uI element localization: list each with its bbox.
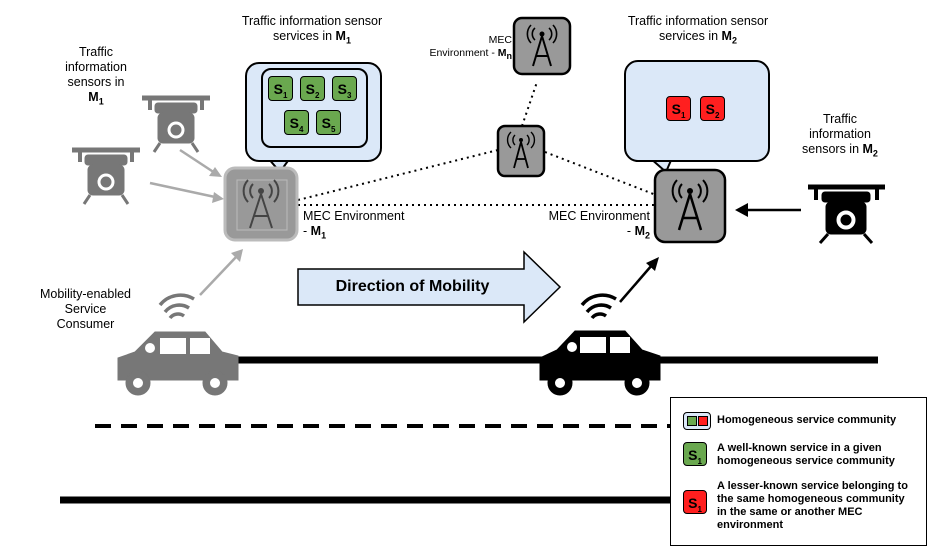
- service-s1-m2: S1: [666, 96, 691, 121]
- right-sensors-label: Traffic information sensors in M2: [802, 112, 878, 159]
- drone-icon: [72, 147, 140, 205]
- mec-n-label: MEC Environment - Mn: [429, 34, 512, 62]
- mec-2-label: MEC Environment - M2: [548, 209, 650, 241]
- service-s3-m1: S3: [332, 76, 357, 101]
- legend-lesser-known-text: A lesser-known service belonging to the …: [717, 480, 908, 531]
- service-s5-m1: S5: [316, 110, 341, 135]
- tower-m2-icon: [653, 168, 727, 244]
- legend-well-known-swatch: S1: [683, 442, 707, 466]
- m2-services-title: Traffic information sensor services in M…: [627, 14, 769, 46]
- m2-service-bubble: [624, 60, 770, 162]
- drone-icon: [808, 184, 885, 244]
- m1-services-title: Traffic information sensor services in M…: [241, 14, 383, 46]
- service-s4-m1: S4: [284, 110, 309, 135]
- car-icon: [117, 293, 239, 396]
- direction-arrow: [297, 250, 562, 324]
- drone-icon: [142, 95, 210, 153]
- service-s2-m2: S2: [700, 96, 725, 121]
- car-icon: [539, 293, 661, 396]
- legend-homogeneous-text: Homogeneous service community: [717, 414, 897, 426]
- link-hub-m2: [544, 151, 657, 196]
- service-s2-m1: S2: [300, 76, 325, 101]
- mec-1-label: MEC Environment - M1: [303, 209, 405, 241]
- tower-mn-icon: [512, 16, 572, 76]
- left-sensors-label: Traffic information sensors in M1: [65, 45, 127, 107]
- legend-well-known-text: A well-known service in a given homogene…: [717, 442, 895, 467]
- link-hub-mn: [521, 81, 538, 127]
- legend-lesser-known-swatch: S1: [683, 490, 707, 514]
- consumer-label: Mobility-enabled Service Consumer: [39, 287, 132, 331]
- tower-hub-icon: [496, 124, 546, 178]
- direction-label: Direction of Mobility: [335, 278, 490, 295]
- service-s1-m1: S1: [268, 76, 293, 101]
- legend-homogeneous-swatch: [683, 412, 711, 430]
- legend: Homogeneous service community S1 A well-…: [670, 397, 927, 546]
- link-m1-hub: [297, 149, 499, 201]
- tower-m1-icon: [223, 166, 299, 242]
